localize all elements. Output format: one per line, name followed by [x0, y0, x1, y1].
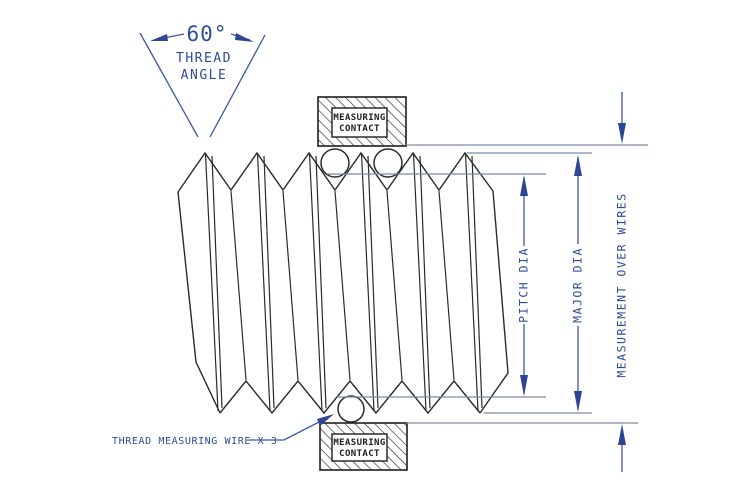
- measurement-over-wires-dimension: MEASUREMENT OVER WIRES: [615, 92, 629, 472]
- measuring-contact-top: MEASURING CONTACT: [317, 96, 407, 147]
- measuring-wires: [320, 148, 403, 423]
- thread-angle-label-line1: THREAD: [176, 51, 232, 66]
- extension-lines: [327, 144, 648, 424]
- over-wires-arrow-down: [618, 123, 626, 144]
- thread-crest-lines: [204, 153, 483, 412]
- pitch-dia-label: PITCH DIA: [517, 247, 531, 323]
- thread-top-edge: [177, 151, 494, 193]
- pitch-dia-arrow-up: [520, 175, 528, 196]
- bottom-contact-label-line2: CONTACT: [339, 449, 380, 459]
- top-contact-label-line1: MEASURING: [333, 113, 385, 123]
- thread-angle-value: 60°: [187, 22, 228, 46]
- thread-left-end: [177, 191, 221, 414]
- wire-note-label: THREAD MEASURING WIRE X 3: [112, 436, 278, 447]
- thread-angle-label-line2: ANGLE: [181, 68, 228, 83]
- bottom-contact-label-box: [331, 433, 388, 462]
- thread-angle-arrow-right: [235, 33, 254, 42]
- top-contact-label-box: [331, 107, 388, 138]
- thread-right-end: [479, 190, 509, 414]
- major-dia-arrow-down: [574, 391, 582, 412]
- thread-angle-left-flank-line: [139, 32, 199, 138]
- over-wires-arrow-up: [618, 424, 626, 445]
- pitch-dia-arrow-down: [520, 375, 528, 396]
- major-dia-label: MAJOR DIA: [571, 247, 585, 323]
- major-dia-arrow-up: [574, 155, 582, 176]
- wire-note-callout: THREAD MEASURING WIRE X 3: [112, 414, 334, 447]
- bottom-wire: [337, 395, 365, 423]
- top-wire-2: [373, 148, 403, 178]
- bottom-contact-label-line1: MEASURING: [333, 438, 385, 448]
- measuring-contact-bottom: MEASURING CONTACT: [319, 422, 408, 471]
- wire-note-arrowhead: [317, 414, 334, 426]
- thread-root-lines: [230, 190, 455, 381]
- top-contact-label-line2: CONTACT: [339, 124, 380, 134]
- thread-angle-right-flank-line: [209, 34, 266, 138]
- top-wire-1: [320, 148, 350, 178]
- measurement-over-wires-label: MEASUREMENT OVER WIRES: [615, 192, 629, 377]
- thread-angle-callout: 60° THREAD ANGLE: [139, 22, 266, 138]
- thread-profile: [177, 151, 509, 415]
- thread-bottom-edge: [219, 379, 481, 415]
- pitch-dia-dimension: PITCH DIA: [517, 175, 531, 396]
- major-dia-dimension: MAJOR DIA: [571, 155, 585, 412]
- wire-note-leader-line: [248, 421, 320, 441]
- thread-angle-arrow-left: [150, 34, 168, 41]
